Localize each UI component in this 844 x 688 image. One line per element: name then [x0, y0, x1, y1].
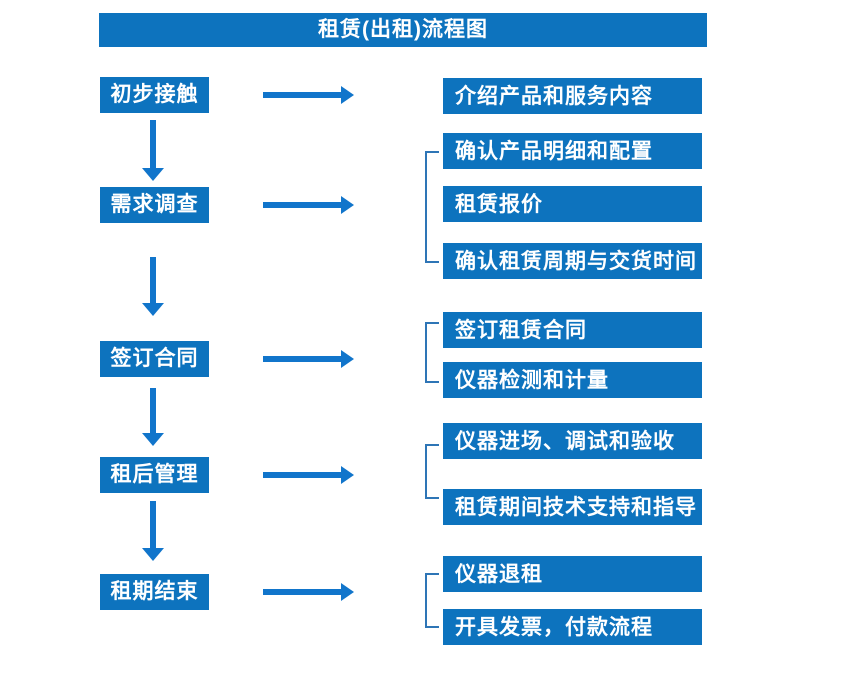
down-arrow-head	[142, 433, 164, 446]
step-box-sign-contract: 签订合同	[100, 341, 209, 377]
down-arrow-head	[142, 168, 164, 181]
right-arrow-head	[341, 350, 354, 368]
right-arrow-shaft	[263, 589, 341, 595]
right-arrow-shaft	[263, 202, 341, 208]
step-box-initial-contact: 初步接触	[100, 77, 209, 113]
down-arrow-shaft	[150, 501, 156, 548]
right-arrow-4	[263, 466, 354, 484]
flowchart-title: 租赁(出租)流程图	[99, 13, 707, 47]
group-bracket-sign-contract	[425, 322, 439, 383]
down-arrow-shaft	[150, 388, 156, 433]
group-bracket-rental-end	[425, 573, 439, 628]
target-box-introduce-products: 介绍产品和服务内容	[443, 78, 702, 114]
right-arrow-head	[341, 196, 354, 214]
right-arrow-head	[341, 86, 354, 104]
step-box-demand-survey: 需求调查	[100, 187, 209, 223]
target-box-confirm-rental-period-delivery: 确认租赁周期与交货时间	[443, 243, 702, 279]
right-arrow-shaft	[263, 92, 341, 98]
step-box-rental-period-end: 租期结束	[100, 574, 209, 610]
down-arrow-1	[142, 120, 164, 181]
group-bracket-post-rental	[425, 444, 439, 499]
right-arrow-5	[263, 583, 354, 601]
down-arrow-2	[142, 257, 164, 316]
down-arrow-4	[142, 501, 164, 561]
right-arrow-1	[263, 86, 354, 104]
down-arrow-shaft	[150, 257, 156, 303]
right-arrow-2	[263, 196, 354, 214]
down-arrow-head	[142, 548, 164, 561]
right-arrow-shaft	[263, 356, 341, 362]
right-arrow-head	[341, 466, 354, 484]
right-arrow-head	[341, 583, 354, 601]
target-box-instrument-return: 仪器退租	[443, 556, 702, 592]
step-box-post-rental-management: 租后管理	[100, 457, 209, 493]
right-arrow-3	[263, 350, 354, 368]
group-bracket-demand-survey	[425, 151, 439, 263]
target-box-rental-technical-support: 租赁期间技术支持和指导	[443, 489, 702, 525]
down-arrow-3	[142, 388, 164, 446]
down-arrow-head	[142, 303, 164, 316]
target-box-confirm-product-details: 确认产品明细和配置	[443, 133, 702, 169]
target-box-sign-rental-contract: 签订租赁合同	[443, 312, 702, 348]
target-box-invoice-payment-process: 开具发票，付款流程	[443, 609, 702, 645]
target-box-instrument-entry-acceptance: 仪器进场、调试和验收	[443, 423, 702, 459]
target-box-rental-quotation: 租赁报价	[443, 186, 702, 222]
target-box-instrument-testing-metering: 仪器检测和计量	[443, 362, 702, 398]
down-arrow-shaft	[150, 120, 156, 168]
right-arrow-shaft	[263, 472, 341, 478]
